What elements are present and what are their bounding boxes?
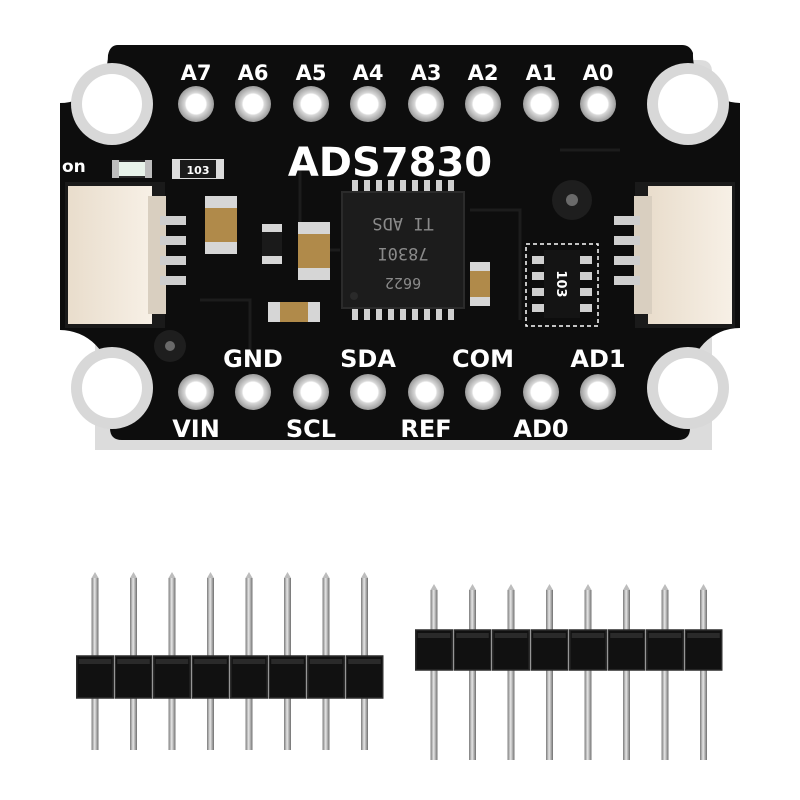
right-header-pin-8 [700,590,707,760]
pin-label-ad1: AD1 [570,345,625,373]
capacitor-large-left [205,196,237,254]
pin-label-vin: VIN [172,415,220,443]
pin-label-a7: A7 [181,61,212,85]
bottom-pin-labels-lower: VIN SCL REF AD0 [172,415,568,443]
svg-text:6622: 6622 [385,274,421,292]
bottom-pin-labels-upper: GND SDA COM AD1 [223,345,625,373]
svg-text:7830I: 7830I [377,243,428,263]
power-led [112,160,152,178]
right-header-pin-4 [546,590,553,760]
top-pin-labels: A7 A6 A5 A4 A3 A2 A1 A0 [181,61,614,85]
right-header-pin-2 [469,590,476,760]
fiducial-right [552,180,592,220]
svg-text:103: 103 [553,270,568,297]
stemma-connector-left [65,182,186,328]
pin-label-scl: SCL [286,415,336,443]
mounting-hole-top-right [647,63,729,145]
breakout-board: A7 A6 A5 A4 A3 A2 A1 A0 ADS7830 on 103 [60,45,740,450]
pin-label-a6: A6 [238,61,269,85]
right-header-pin-1 [430,590,438,760]
pin-header-right [415,584,723,760]
stemma-connector-right [614,182,735,328]
resistor-network-103: 103 [525,243,599,327]
pin-label-ref: REF [400,415,451,443]
board-title: ADS7830 [288,140,492,186]
pin-label-com: COM [452,345,514,373]
svg-text:TI ADS: TI ADS [372,213,433,233]
pin-label-a0: A0 [583,61,614,85]
right-header-pin-5 [584,590,592,760]
resistor-103: 103 [172,159,224,179]
top-pin-pads [178,86,616,122]
mounting-hole-bottom-right [647,347,729,429]
fiducial-left [154,330,186,362]
power-label: on [62,157,86,177]
pin-label-a3: A3 [411,61,442,85]
pin-label-ad0: AD0 [513,415,568,443]
right-header-pin-6 [623,590,630,760]
pin-label-a2: A2 [468,61,499,85]
capacitor-small-right [470,262,490,306]
pin-label-gnd: GND [223,345,283,373]
pin-label-a1: A1 [526,61,557,85]
mounting-hole-bottom-left [71,347,153,429]
mounting-hole-top-left [71,63,153,145]
resistor-small-1 [262,224,282,264]
pin-label-sda: SDA [340,345,396,373]
ads7830-chip: 6622 7830I TI ADS [341,180,465,320]
pin-header-left [76,572,384,750]
svg-text:103: 103 [187,164,210,177]
capacitor-large-center [298,222,330,280]
capacitor-small-bottom [268,302,320,322]
pin-label-a4: A4 [353,61,384,85]
pin-label-a5: A5 [296,61,327,85]
right-header-pin-7 [661,590,669,760]
bottom-pin-pads [178,374,616,410]
right-header-pin-3 [507,590,515,760]
